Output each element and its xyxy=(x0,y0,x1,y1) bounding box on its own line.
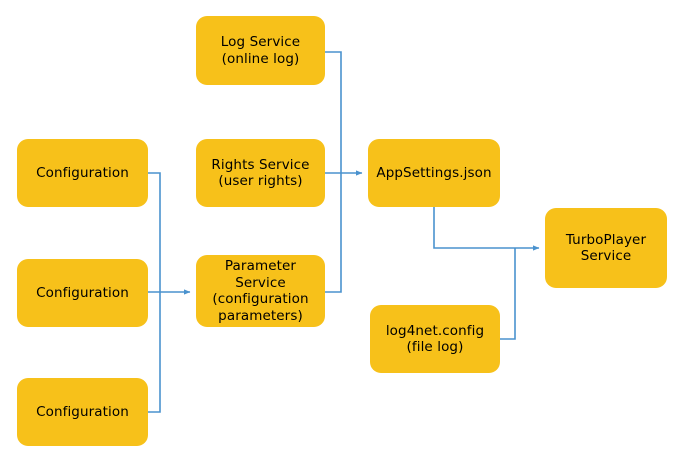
node-label-rights-service: Rights Service (user rights) xyxy=(211,156,310,190)
node-rights-service[interactable]: Rights Service (user rights) xyxy=(196,139,325,207)
node-label-configuration-middle: Configuration xyxy=(36,284,129,301)
connector-appsettings-to-turboplayer xyxy=(433,207,540,251)
node-parameter-service[interactable]: Parameter Service (configuration paramet… xyxy=(196,255,325,327)
node-log-service[interactable]: Log Service (online log) xyxy=(196,16,325,85)
connector-parameter-service-to-appsettings xyxy=(325,173,342,293)
connector-log-service-to-appsettings xyxy=(325,51,342,173)
node-label-appsettings-json: AppSettings.json xyxy=(376,164,492,181)
connector-log4net-to-turboplayer xyxy=(500,248,516,340)
node-configuration-bottom[interactable]: Configuration xyxy=(17,378,148,446)
node-turboplayer-service[interactable]: TurboPlayer Service xyxy=(545,208,667,288)
node-label-log-service: Log Service (online log) xyxy=(220,34,301,67)
node-appsettings-json[interactable]: AppSettings.json xyxy=(368,139,500,207)
node-label-log4net-config: log4net.config (file log) xyxy=(385,322,485,356)
node-configuration-middle[interactable]: Configuration xyxy=(17,259,148,327)
node-label-turboplayer-service: TurboPlayer Service xyxy=(565,231,647,265)
node-label-configuration-bottom: Configuration xyxy=(36,403,129,420)
connector-configuration-top-to-parameter-service xyxy=(148,172,161,292)
node-log4net-config[interactable]: log4net.config (file log) xyxy=(370,305,500,373)
node-label-configuration-top: Configuration xyxy=(36,164,129,181)
node-configuration-top[interactable]: Configuration xyxy=(17,139,148,207)
node-label-parameter-service: Parameter Service (configuration paramet… xyxy=(212,258,309,324)
connector-configuration-bottom-to-parameter-service xyxy=(148,292,161,413)
